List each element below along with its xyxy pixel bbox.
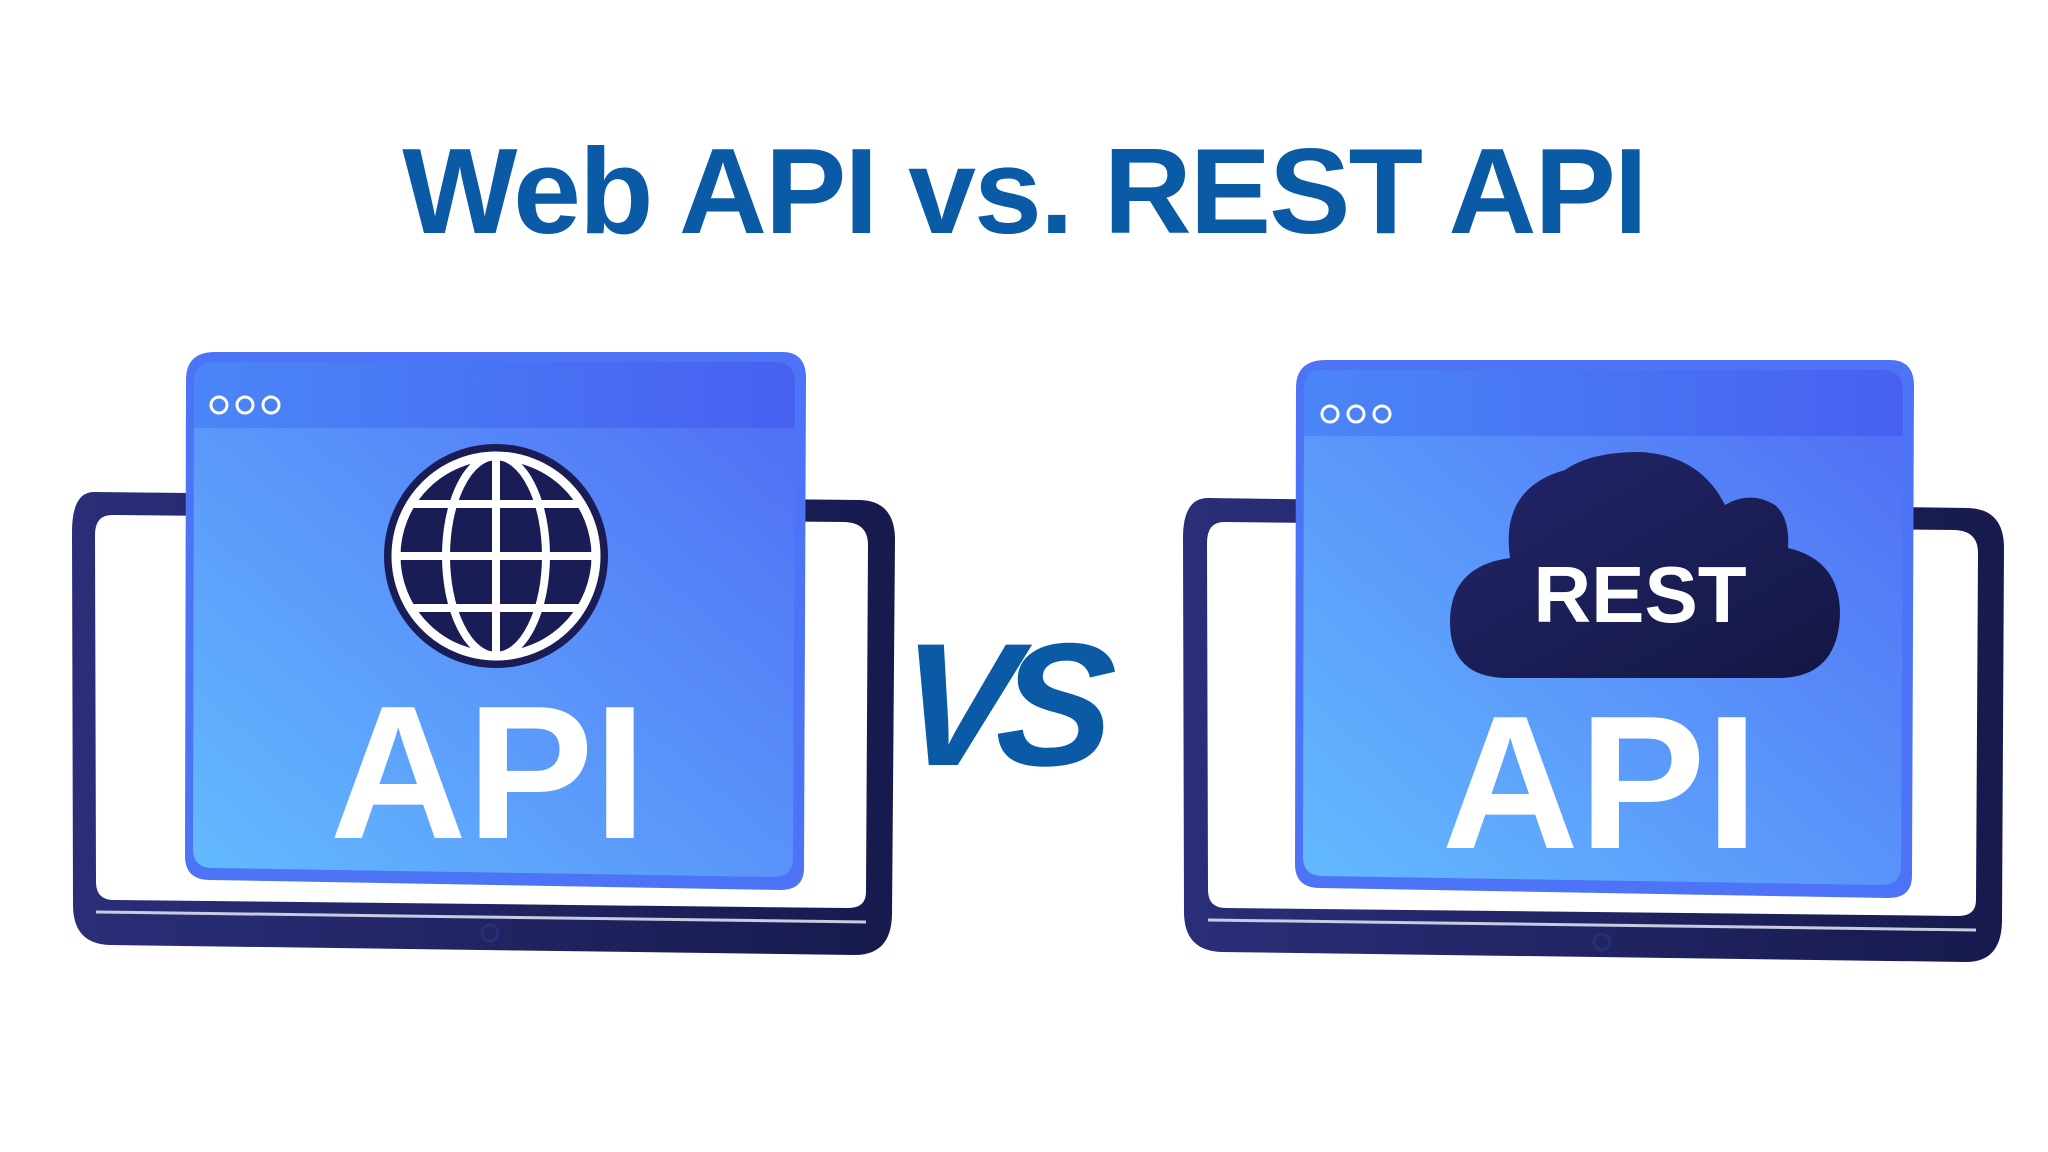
right-home-button — [1592, 932, 1612, 952]
window-control-dot — [1320, 404, 1340, 424]
left-home-button — [480, 923, 500, 943]
window-control-dot — [235, 395, 255, 415]
cloud-rest-label: REST — [1533, 550, 1746, 639]
window-control-dot — [1372, 404, 1392, 424]
right-device: REST API — [1183, 360, 2004, 962]
right-api-label: API — [1442, 677, 1759, 889]
cloud-icon — [1450, 452, 1840, 678]
page-title: Web API vs. REST API — [402, 123, 1648, 259]
window-control-dot — [261, 395, 281, 415]
left-api-label: API — [330, 667, 647, 879]
window-control-dot — [1346, 404, 1366, 424]
globe-icon — [384, 444, 608, 668]
vs-label: VS — [892, 607, 1120, 803]
window-control-dot — [209, 395, 229, 415]
left-device: API — [72, 352, 895, 955]
